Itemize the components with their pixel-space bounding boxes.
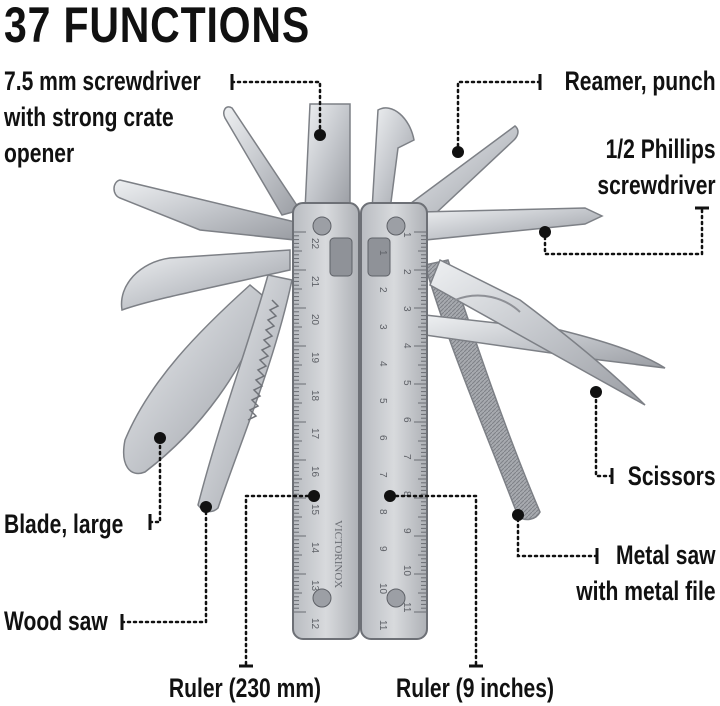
screwdriver-tip — [304, 103, 351, 211]
callout-line: Ruler (230 mm) — [168, 673, 322, 703]
rivet — [386, 216, 406, 236]
callout-line: with strong crate — [4, 102, 174, 132]
ruler-cm-label: 15 — [309, 504, 320, 516]
callout-blade: Blade, large — [4, 506, 123, 542]
callout-line: Metal saw — [616, 540, 716, 570]
ruler-inch-label: 3 — [401, 306, 412, 312]
right-handle — [360, 202, 428, 640]
callout-line: opener — [4, 138, 75, 168]
ruler-inch-half-label: 1 — [377, 250, 388, 256]
leader-phillips — [543, 208, 704, 256]
ruler-inch-half-label: 4 — [377, 361, 388, 367]
phillips-driver — [419, 207, 604, 241]
callout-ruler-in: Ruler (9 inches) — [385, 670, 564, 706]
left-grip — [329, 237, 353, 277]
callout-metal-saw: Metal saw with metal file — [577, 537, 716, 609]
callout-phillips: 1/2 Phillips screwdriver — [598, 131, 716, 203]
ruler-cm-label: 18 — [309, 390, 320, 402]
ruler-inch-label: 11 — [401, 602, 412, 613]
ruler-cm-label: 22 — [309, 238, 320, 250]
can-opener — [120, 249, 291, 312]
ruler-cm-label: 14 — [309, 542, 320, 554]
ruler-inch-label: 6 — [401, 417, 412, 423]
ruler-cm-labels: 22 21 20 19 18 17 16 15 14 13 12 — [309, 238, 320, 630]
right-grip — [367, 237, 391, 277]
ruler-cm-label: 20 — [309, 314, 320, 326]
ruler-inch-half-label: 10 — [377, 583, 388, 595]
bottle-opener — [113, 179, 296, 241]
callout-wood-saw: Wood saw — [4, 603, 108, 639]
leader-wood-saw — [120, 505, 208, 624]
leader-metal-saw — [516, 513, 599, 558]
callout-line: 1/2 Phillips — [605, 134, 716, 164]
leader-ruler-mm — [244, 494, 316, 666]
ruler-cm-label: 19 — [309, 352, 320, 364]
leader-screwdriver — [230, 80, 322, 134]
ruler-inch-label: 8 — [401, 491, 412, 497]
ruler-inch-label: 9 — [401, 528, 412, 534]
ruler-ticks — [294, 231, 426, 613]
ruler-cm-label: 13 — [309, 580, 320, 592]
leader-reamer — [456, 80, 542, 154]
ruler-inch-label: 2 — [401, 269, 412, 275]
left-handle — [292, 202, 360, 640]
callout-scissors: Scissors — [628, 458, 716, 494]
ruler-inch-half-label: 2 — [377, 287, 388, 293]
ruler-inch-half-label: 11 — [377, 620, 388, 631]
rivet — [312, 216, 332, 236]
leader-scissors — [594, 390, 614, 478]
page-title: 37 FUNCTIONS — [4, 0, 311, 53]
callout-ruler-mm: Ruler (230 mm) — [155, 670, 334, 706]
ruler-inch-half-label: 6 — [377, 435, 388, 441]
callout-line: Wood saw — [4, 606, 108, 636]
ruler-inch-label: 10 — [401, 565, 412, 577]
rivet — [312, 588, 332, 608]
ruler-inch-half-label: 7 — [377, 472, 388, 478]
ruler-cm-label: 16 — [309, 466, 320, 478]
can-hook — [371, 107, 415, 211]
callout-screwdriver: 7.5 mm screwdriver with strong crate ope… — [4, 63, 201, 171]
ruler-cm-label: 17 — [309, 428, 320, 440]
ruler-inch-label: 4 — [401, 343, 412, 349]
callout-line: 7.5 mm screwdriver — [4, 66, 201, 96]
ruler-inch-half-label: 3 — [377, 324, 388, 330]
ruler-cm-label: 12 — [309, 618, 320, 630]
ruler-inch-half-label: 8 — [377, 509, 388, 515]
brand-mark: VICTORINOX — [332, 520, 344, 588]
callout-line: Blade, large — [4, 509, 124, 539]
ruler-inch-half-label: 9 — [377, 546, 388, 552]
screwdriver-blade — [223, 106, 302, 216]
callout-reamer: Reamer, punch — [565, 63, 716, 99]
leader-lines — [120, 80, 704, 666]
ruler-inch-label: 1 — [401, 232, 412, 238]
callout-line: Ruler (9 inches) — [396, 673, 554, 703]
ruler-inch-label: 5 — [401, 380, 412, 386]
ruler-cm-label: 21 — [309, 276, 320, 288]
callout-line: screwdriver — [597, 170, 716, 200]
leader-blade — [148, 436, 162, 524]
ruler-inch-half-label: 5 — [377, 398, 388, 404]
leader-ruler-in — [388, 494, 478, 666]
scissors-spring — [454, 294, 521, 313]
ruler-inch-label: 7 — [401, 454, 412, 460]
callout-line: Scissors — [628, 461, 716, 491]
reamer — [393, 125, 519, 229]
rivet — [386, 588, 406, 608]
callout-line: with metal file — [576, 576, 716, 606]
callout-line: Reamer, punch — [565, 66, 716, 96]
wood-saw-teeth — [247, 299, 280, 421]
large-blade — [123, 284, 269, 475]
